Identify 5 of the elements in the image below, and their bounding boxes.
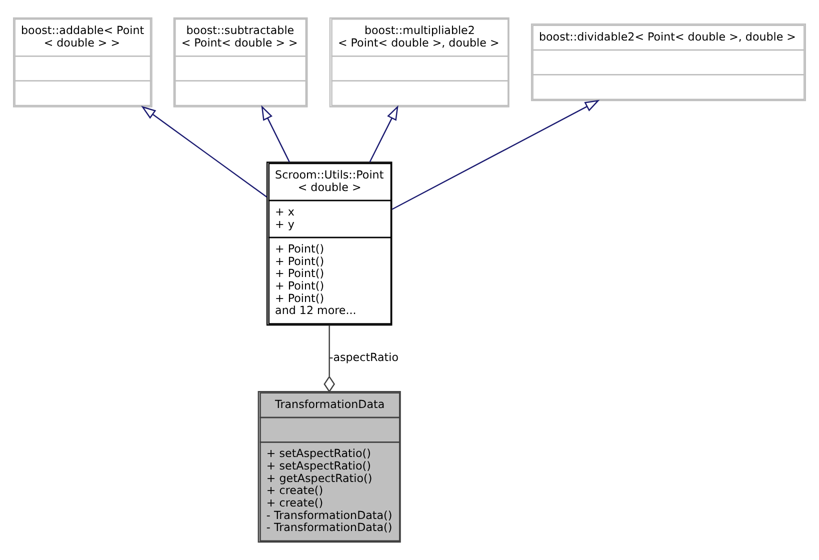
arrow <box>392 100 600 210</box>
arrow <box>261 105 290 162</box>
connector <box>324 325 336 393</box>
arrow <box>369 105 398 162</box>
arrow <box>141 106 268 198</box>
